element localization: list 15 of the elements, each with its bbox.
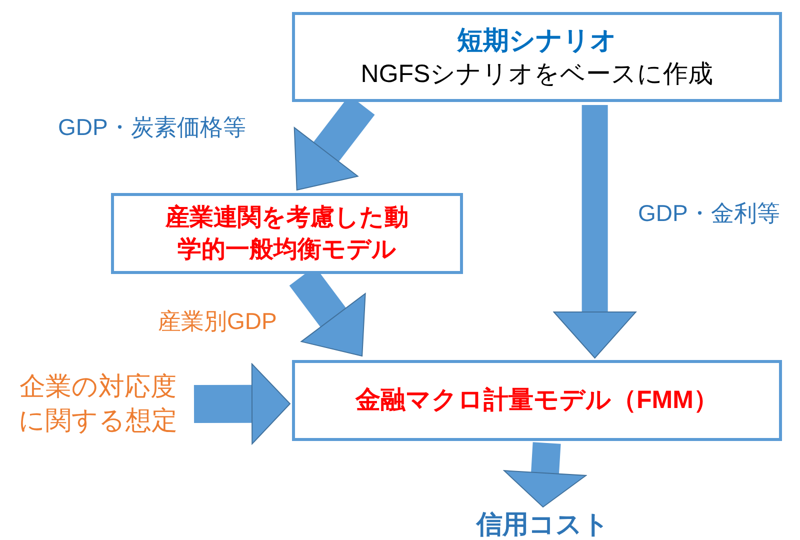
box-title: 短期シナリオ [457, 24, 617, 57]
input-note: 企業の対応度に関する想定 [8, 370, 188, 438]
box-title: 産業連関を考慮した動学的一般均衡モデル [164, 203, 410, 264]
edge-label: GDP・金利等 [638, 199, 780, 228]
block-arrow [504, 442, 586, 508]
box-subtitle: NGFSシナリオをベースに作成 [360, 58, 714, 90]
process-box [292, 12, 782, 102]
edge-label: 産業別GDP [158, 307, 277, 336]
output-label: 信用コスト [460, 508, 626, 540]
block-arrow [194, 363, 290, 444]
edge-label: GDP・炭素価格等 [58, 113, 246, 142]
block-arrow [553, 105, 636, 358]
process-box [292, 360, 782, 441]
box-title: 金融マクロ計量モデル（FMM） [356, 385, 718, 416]
process-box [111, 193, 463, 274]
